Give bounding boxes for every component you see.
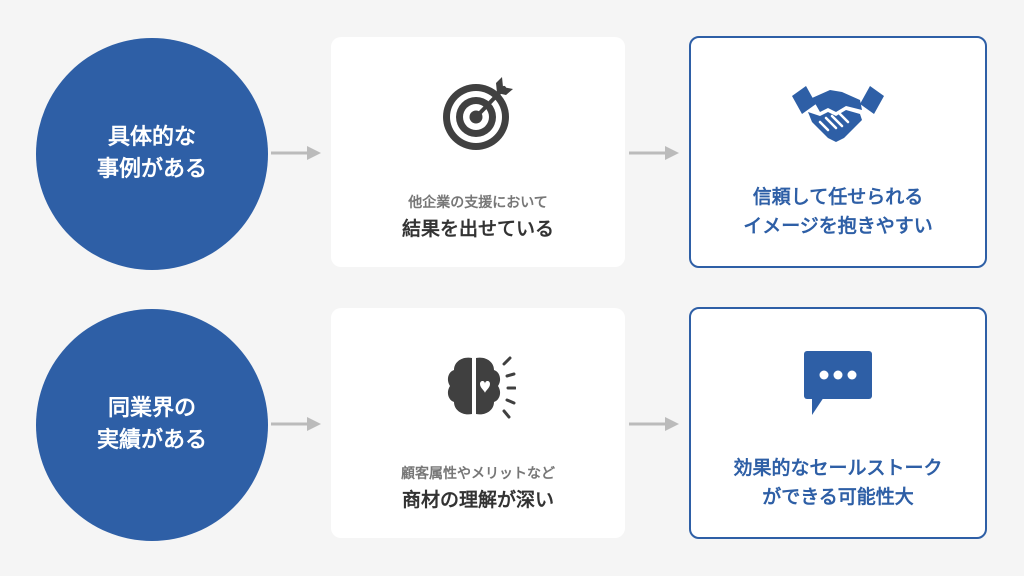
arrow-right-icon: [271, 417, 321, 431]
arrow-right-icon: [271, 146, 321, 160]
handshake-icon: [792, 86, 884, 142]
card-caption-small: 顧客属性やメリットなど: [401, 466, 555, 482]
arrow-right-icon: [629, 146, 679, 160]
circle-concrete-cases: 具体的な 事例がある: [36, 38, 268, 270]
card-caption-small: 他企業の支援において: [408, 195, 548, 211]
brain-icon: [447, 356, 516, 419]
card-sales-talk: 効果的なセールストーク ができる可能性大: [689, 307, 987, 539]
result-line2: イメージを抱きやすい: [743, 214, 933, 237]
card-product-understanding: 顧客属性やメリットなど 商材の理解が深い: [331, 308, 625, 538]
result-line2: ができる可能性大: [762, 485, 914, 508]
circle-line2: 実績がある: [96, 428, 207, 453]
card-caption-main: 結果を出せている: [401, 218, 554, 240]
result-text: 信頼して任せられる イメージを抱きやすい: [691, 183, 985, 240]
arrow-right-icon: [629, 417, 679, 431]
target-icon: [443, 77, 513, 150]
result-line1: 信頼して任せられる: [752, 186, 924, 208]
speech-bubble-icon: [804, 351, 872, 415]
card-results-achieved: 他企業の支援において 結果を出せている: [331, 37, 625, 267]
circle-line1: 具体的な: [107, 125, 196, 151]
circle-industry-track-record: 同業界の 実績がある: [36, 309, 268, 541]
result-text: 効果的なセールストーク ができる可能性大: [691, 454, 985, 511]
result-line1: 効果的なセールストーク: [733, 457, 943, 479]
circle-line2: 事例がある: [96, 157, 207, 182]
card-caption-main: 商材の理解が深い: [401, 489, 554, 511]
card-trust-image: 信頼して任せられる イメージを抱きやすい: [689, 36, 987, 268]
circle-line1: 同業界の: [107, 396, 196, 422]
